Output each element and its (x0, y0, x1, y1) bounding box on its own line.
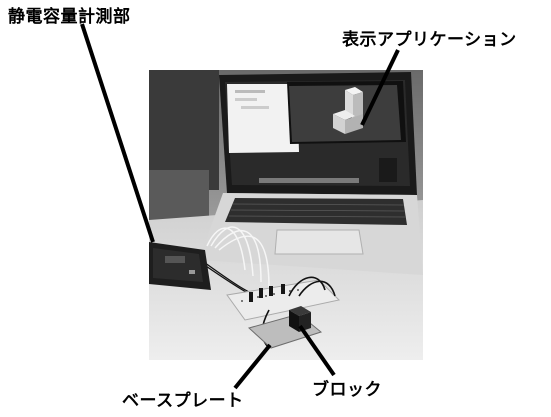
display-app-label: 表示アプリケーション (342, 30, 517, 50)
setup-photo (149, 70, 423, 360)
base-plate-label: ベースプレート (122, 391, 244, 411)
sensor-leader (80, 23, 155, 243)
block-label: ブロック (312, 380, 382, 400)
sensor-label: 静電容量計測部 (8, 7, 131, 27)
